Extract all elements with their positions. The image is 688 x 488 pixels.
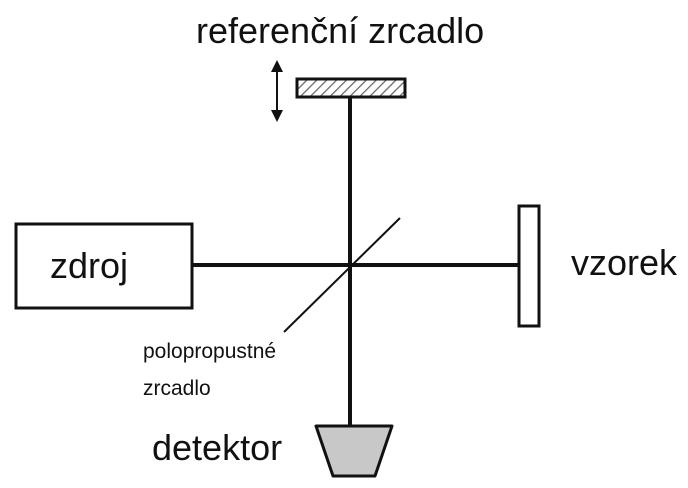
double-arrow-vertical-icon	[271, 60, 283, 122]
detector-shape	[314, 424, 394, 478]
reference-mirror	[295, 77, 407, 99]
detector-label: detektor	[152, 427, 283, 468]
source-box	[14, 222, 194, 310]
beam-splitter-label-line2: zrcadlo	[143, 377, 211, 400]
source-label: zdroj	[50, 245, 129, 286]
sample-label: vzorek	[571, 242, 678, 283]
sample-plate	[517, 204, 541, 328]
beam-splitter	[283, 217, 401, 333]
beam-splitter-label-line1: polopropustné	[143, 340, 277, 363]
reference-mirror-label: referenční zrcadlo	[196, 10, 485, 51]
